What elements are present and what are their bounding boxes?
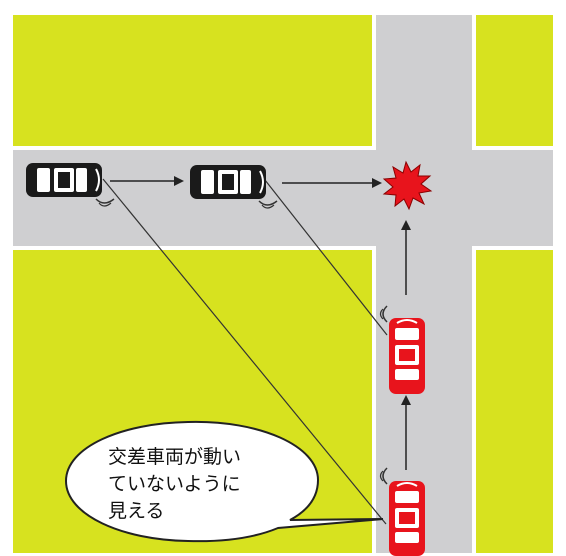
crossing-car-signal-2 — [258, 200, 278, 209]
own-car-signal-2 — [379, 467, 388, 485]
own-car-signal-1 — [379, 305, 388, 323]
collision-burst-icon — [382, 160, 433, 211]
speech-bubble — [64, 420, 384, 543]
road-edges — [10, 12, 556, 556]
crossing-car-signal-1 — [95, 198, 115, 207]
crossing-car-position-2 — [190, 165, 266, 199]
vertical-road — [374, 12, 474, 556]
callout-text: 交差車両が動い ていないように 見える — [108, 446, 242, 522]
crossing-car-position-1 — [26, 163, 102, 197]
sight-line-near — [264, 179, 388, 336]
own-car-position-1 — [389, 318, 425, 394]
diagram-frame — [7, 9, 559, 556]
own-car-position-2 — [389, 481, 425, 556]
sight-line-far — [102, 178, 387, 525]
